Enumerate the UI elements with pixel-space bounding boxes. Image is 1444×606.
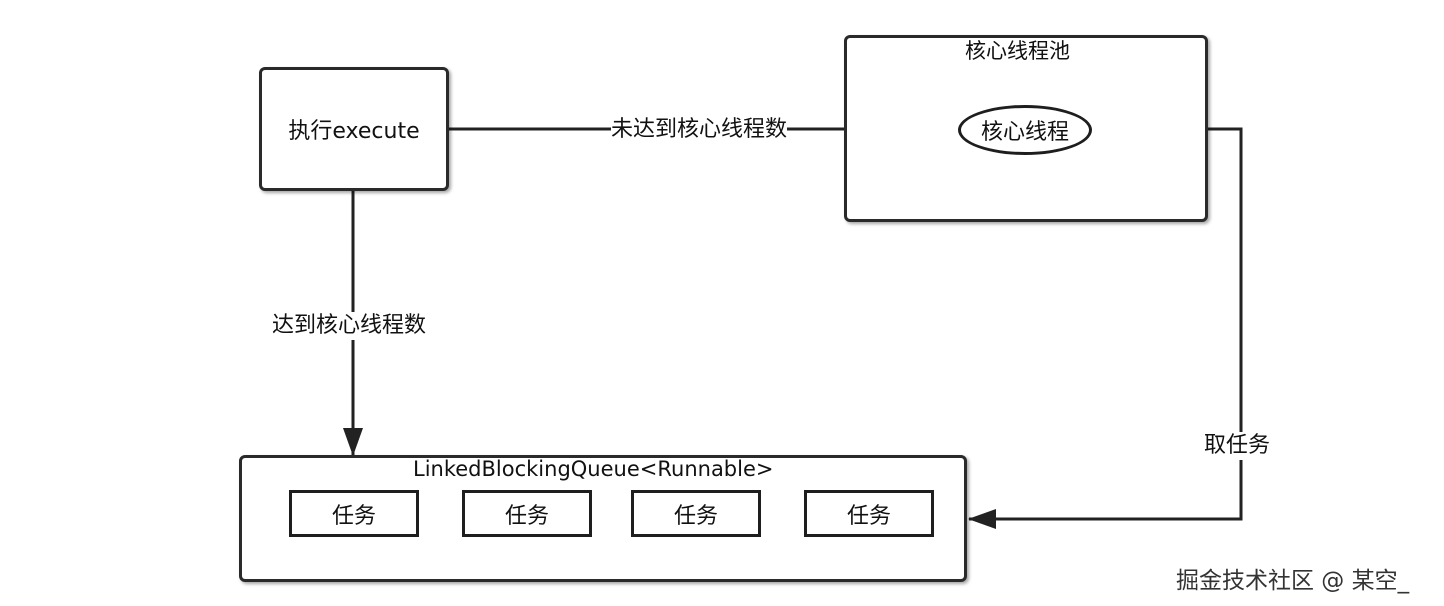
edge-label-below-core: 未达到核心线程数 <box>611 116 788 144</box>
task-item: 任务 <box>631 490 761 537</box>
core-thread-node: 核心线程 <box>958 105 1092 155</box>
edge-label-take-task: 取任务 <box>1204 432 1271 460</box>
watermark-text: 掘金技术社区 @ 某空_ <box>1176 568 1410 594</box>
edge-core-pool-to-queue <box>968 127 1243 529</box>
task-label: 任务 <box>331 503 376 529</box>
blocking-queue-title: LinkedBlockingQueue<Runnable> <box>413 457 774 481</box>
task-item: 任务 <box>462 490 592 537</box>
execute-label: 执行execute <box>288 119 420 144</box>
execute-box: 执行execute <box>259 67 449 191</box>
task-label: 任务 <box>673 503 718 529</box>
core-thread-pool-title: 核心线程池 <box>965 39 1070 63</box>
task-label: 任务 <box>846 503 891 529</box>
core-thread-label: 核心线程 <box>980 120 1069 145</box>
task-item: 任务 <box>804 490 934 537</box>
edge-label-reached-core: 达到核心线程数 <box>272 312 427 340</box>
task-label: 任务 <box>504 503 549 529</box>
task-item: 任务 <box>289 490 419 537</box>
